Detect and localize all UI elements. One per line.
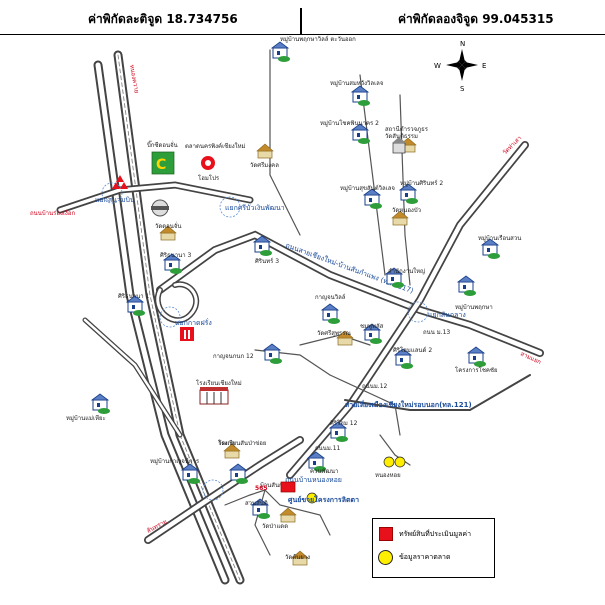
village-icon [263,343,283,365]
temple-icon [279,507,297,523]
mueang-road-label: ถนนบ้านร่องเงือก [30,209,75,217]
market-data-marker [306,456,406,504]
sirin12-label: ศิริโฮม 12 [330,419,358,427]
nm11-label: ถนนม.11 [315,445,341,452]
big-c-intersection-label: แยกกาดฝรั่ง [175,318,212,327]
vill-ruen-label: หมู่บ้านเรือนสวน [478,234,521,242]
kaew-intersection-label: แยกศรีบัวเงินพัฒนา [225,204,285,212]
header-divider [300,8,302,34]
airport-intersection-label: แยกสนามบิน [95,196,135,204]
big-c-logo-icon: C [151,151,175,175]
mitsubishi-logo-icon [112,175,128,189]
sirin3-label: ศิรินทร์ 3 [255,257,279,265]
vill-somwang-label: หมู่บ้านสมหวังวิลเลจ [330,80,383,87]
compass-s: S [460,85,465,93]
vill-kanda-label: โครงการโชคชัย [455,366,498,374]
coordinate-header: ค่าพิกัดละติจูด 18.734756 ค่าพิกัดลองจิจ… [0,0,605,35]
nm12-label: ถนนม.12 [362,383,388,390]
nissan-logo-icon [151,199,169,217]
ban-san-label: บ้านสันกลาง [260,482,293,489]
vill-kan-label: หมู่บ้านกาญจน์การ [150,457,200,465]
vill-hua-label: หมู่บ้านสุขสันต์วิลเลจ [340,184,395,192]
home-pro-logo-icon [201,156,215,170]
project-label: ศูนย์ขายโครงการลิตตา [288,495,359,505]
red-store-logo-icon [180,327,194,341]
village-icon [363,188,383,210]
wat-sri-label: วัดศรีสุพรรณ [317,329,351,337]
police-label: สถานีตำรวจภูธร [385,125,429,133]
kanjana12-label: กาญจนกนก 12 [213,353,254,360]
lotus-intersection-label: แยกสันกลาง [428,311,466,319]
office-label: สำนักงานใหญ่ [388,267,425,275]
sirin-nana1-label: ศิริธนานา 1 [118,293,150,300]
compass-w: W [434,62,441,70]
location-map: N S E W [30,35,544,585]
road-network [56,49,544,585]
nong-hoi-road-label: ถนนบ้านหนองหอย [285,476,342,484]
vill-pruksa-label: หมู่บ้านพฤกษาวิลล์ ตะวันออก [280,35,356,43]
hwy-121-label: สายเลี่ยงเมืองเชียงใหม่รอบนอก(ทล.121) [345,399,472,409]
sirin-nana3-label: ศิริธนานา 3 [160,252,192,259]
temple1-label: วัดศรีมงคล [250,161,279,169]
siri-home2-label: ศิริโฮมแลนด์ 2 [393,346,433,354]
longitude-label: ค่าพิกัดลองจิจูด 99.045315 [398,12,554,26]
compass-rose-icon: N S E W [434,40,486,93]
wat-santi-label: วัดสันติธรรม [385,133,418,140]
school-building-icon [199,387,229,405]
village-icon [457,275,477,297]
suan-label: สวนสันติ [245,500,268,507]
wat-ton-label: วัดต้นยาง [285,554,310,561]
wat-don-chan-label: วัดดอนจั่น [155,222,181,230]
school-label: โรงเรียนเชียงใหม่ [196,379,242,387]
village-icon [271,41,291,63]
nong-khwai-label: หนองควาย [128,64,140,94]
khuan-label: ควนพัฒนา [310,468,338,475]
vill-sirin-label: หมู่บ้านศิรินทร์ 2 [400,179,443,187]
village-icon [91,393,111,415]
vill-lanna-label: หมู่บ้านโชคพินนาคร 2 [320,119,379,127]
village-a-label: หมู่บ้านพฤกษา [455,304,493,311]
police-station-icon [392,137,406,154]
legend-market-label: ข้อมูลราคาตลาด [399,553,451,561]
wat-ket-label: วัดเกตุ [218,440,235,447]
market-label: ตลาดนครพิงค์เชียงใหม่ [185,142,246,150]
home-pro-label: โฮมโปร [198,174,220,182]
village-icon [467,346,487,368]
chom-label: ชมพูพลัส [360,323,384,330]
svg-text:C: C [156,157,166,173]
big-c-label: บิ๊กซีดอนจั่น [147,140,178,149]
village-icon [351,85,371,107]
wat-nong-label: วัดหนองบัว [392,207,421,214]
compass-e: E [482,62,486,70]
nm13-label: ถนน ม.13 [423,329,450,336]
compass-n: N [460,40,465,48]
map-legend: ทรัพย์สินที่ประเมินมูลค่า ข้อมูลราคาตลาด [372,518,495,578]
legend-appraised-label: ทรัพย์สินที่ประเมินมูลค่า [399,530,472,538]
appraised-property-marker [280,481,296,493]
village-icon [481,238,501,260]
kanchana-tong-label: กาญจนวิลล์ [315,293,346,301]
mueang-school-label: โรงเรียนสันป่าข่อย [218,439,266,447]
appraised-swatch [379,527,393,541]
wat-pa-label: วัดป่าแดด [262,523,288,530]
latitude-label: ค่าพิกัดละติจูด 18.734756 [88,12,238,26]
vill-mon-label: หมู่บ้านแม่เหียะ [66,414,106,422]
road-565-label: 565 [255,485,268,492]
village-icon [321,303,341,325]
nuan-label: หนองหอย [375,472,401,479]
village-icon [351,123,371,145]
market-swatch [378,550,393,565]
